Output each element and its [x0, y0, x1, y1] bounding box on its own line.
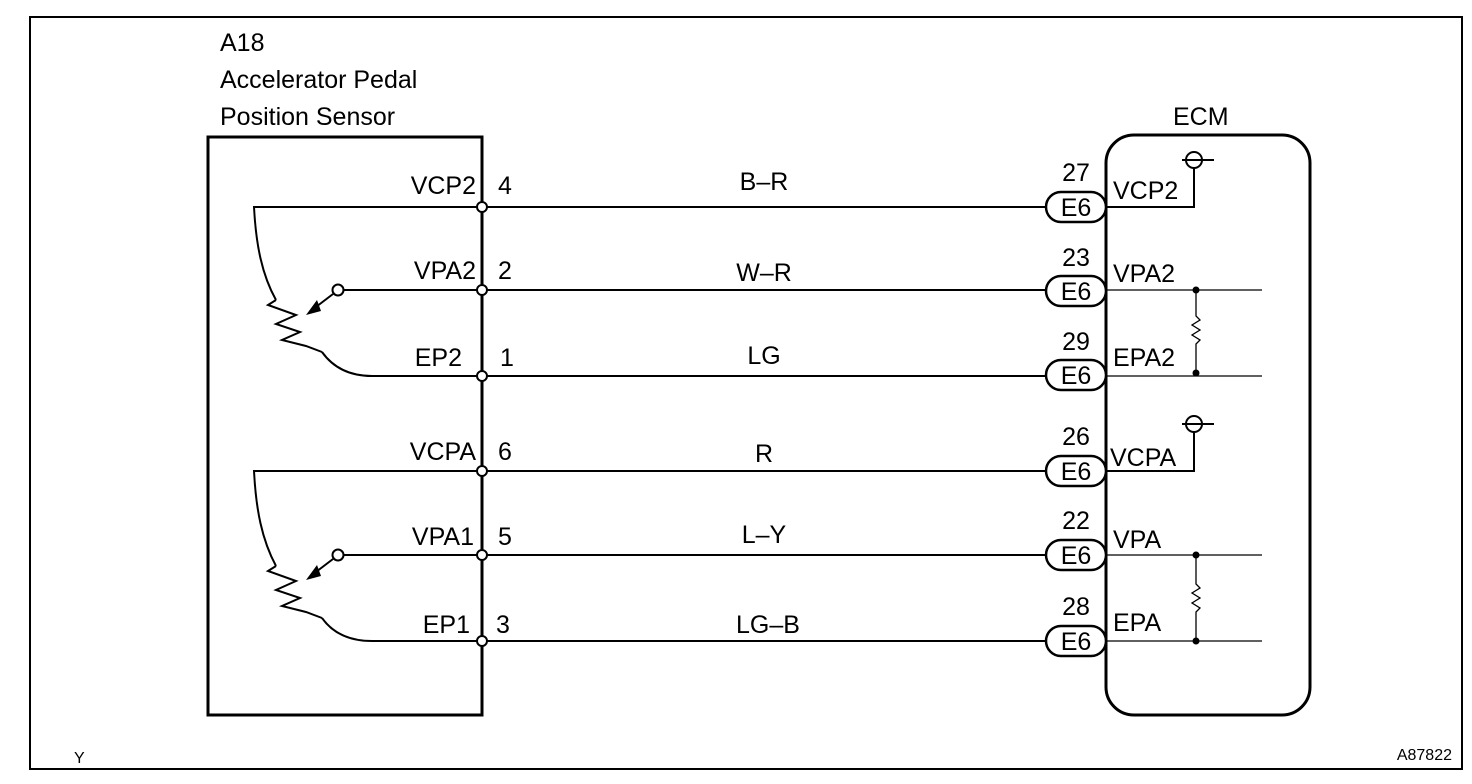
- ecm-title: ECM: [1173, 103, 1229, 131]
- connector-label: E6: [1061, 628, 1092, 656]
- sensor-pin-label: 3: [496, 611, 510, 639]
- ecm-pin-label: 26: [1062, 423, 1090, 451]
- connector-badge: [1044, 358, 1108, 392]
- sensor-box: [206, 135, 484, 717]
- sensor-code: A18: [220, 29, 264, 57]
- connector-label: E6: [1061, 362, 1092, 390]
- wire-color-label: W–R: [736, 259, 792, 287]
- wire-color-label: B–R: [740, 168, 789, 196]
- sensor-pin-label: 6: [498, 438, 512, 466]
- sensor-name-line2: Position Sensor: [220, 103, 395, 131]
- wire-color-label: R: [755, 440, 773, 468]
- sensor-pin-label: 1: [500, 344, 514, 372]
- wire-color-label: L–Y: [742, 521, 787, 549]
- connector-label: E6: [1061, 458, 1092, 486]
- ecm-resistor-vpa: [1106, 551, 1262, 645]
- sensor-pin-label: 2: [498, 257, 512, 285]
- ecm-terminal-label: VCP2: [1113, 177, 1178, 205]
- terminal-node: [476, 284, 488, 296]
- wire-color-label: LG: [747, 342, 780, 370]
- ecm-pin-label: 27: [1062, 159, 1090, 187]
- sensor-pin-label: 4: [498, 172, 512, 200]
- connector-label: E6: [1061, 194, 1092, 222]
- terminal-node: [476, 201, 488, 213]
- connection-row: VPA1 5 L–Y 22 E6 VPA: [412, 507, 1161, 572]
- sensor-pin-label: 5: [498, 523, 512, 551]
- connector-label: E6: [1061, 278, 1092, 306]
- sensor-terminal-label: VCPA: [410, 438, 477, 466]
- ecm-supply-vcpa: [1106, 415, 1214, 472]
- potentiometer-2: [252, 470, 482, 642]
- connection-row: EP1 3 LG–B 28 E6 EPA: [423, 593, 1161, 658]
- ecm-pin-label: 28: [1062, 593, 1090, 621]
- ecm-resistor-vpa2: [1106, 286, 1262, 377]
- diagram-frame: [29, 16, 1463, 770]
- connection-row: EP2 1 LG 29 E6 EPA2: [415, 328, 1175, 392]
- wire-color-label: LG–B: [736, 611, 800, 639]
- connector-label: E6: [1061, 542, 1092, 570]
- terminal-node: [476, 549, 488, 561]
- ecm-supply-vcp2: [1106, 151, 1214, 208]
- potentiometer-1: [252, 206, 482, 377]
- terminal-node: [476, 635, 488, 647]
- sensor-name-line1: Accelerator Pedal: [220, 66, 417, 94]
- ecm-terminal-label: EPA2: [1113, 344, 1175, 372]
- sensor-terminal-label: VCP2: [411, 172, 476, 200]
- connection-row: VCP2 4 B–R 27 E6 VCP2: [411, 159, 1178, 224]
- ecm-terminal-label: EPA: [1113, 609, 1161, 637]
- ecm-terminal-label: VPA2: [1113, 260, 1175, 288]
- sensor-terminal-label: EP2: [415, 344, 462, 372]
- connection-rows: VCP2 4 B–R 27 E6 VCP2 VPA2 2 W–R 23 E6 V…: [410, 159, 1178, 658]
- terminal-node: [476, 370, 488, 382]
- ecm-pin-label: 29: [1062, 328, 1090, 356]
- ecm-terminal-label: VPA: [1113, 526, 1161, 554]
- terminal-node: [476, 465, 488, 477]
- connector-badge: [1044, 274, 1108, 308]
- sensor-terminal-label: VPA1: [412, 523, 474, 551]
- ecm-box: [1104, 133, 1312, 717]
- corner-label-left: Y: [74, 750, 85, 767]
- connection-row: VCPA 6 R 26 E6 VCPA: [410, 423, 1177, 488]
- figure-code: A87822: [1397, 747, 1452, 764]
- sensor-terminal-label: EP1: [423, 611, 470, 639]
- connection-row: VPA2 2 W–R 23 E6 VPA2: [414, 244, 1175, 308]
- sensor-terminal-label: VPA2: [414, 257, 476, 285]
- ecm-pin-label: 23: [1062, 244, 1090, 272]
- ecm-pin-label: 22: [1062, 507, 1090, 535]
- ecm-terminal-label: VCPA: [1110, 444, 1177, 472]
